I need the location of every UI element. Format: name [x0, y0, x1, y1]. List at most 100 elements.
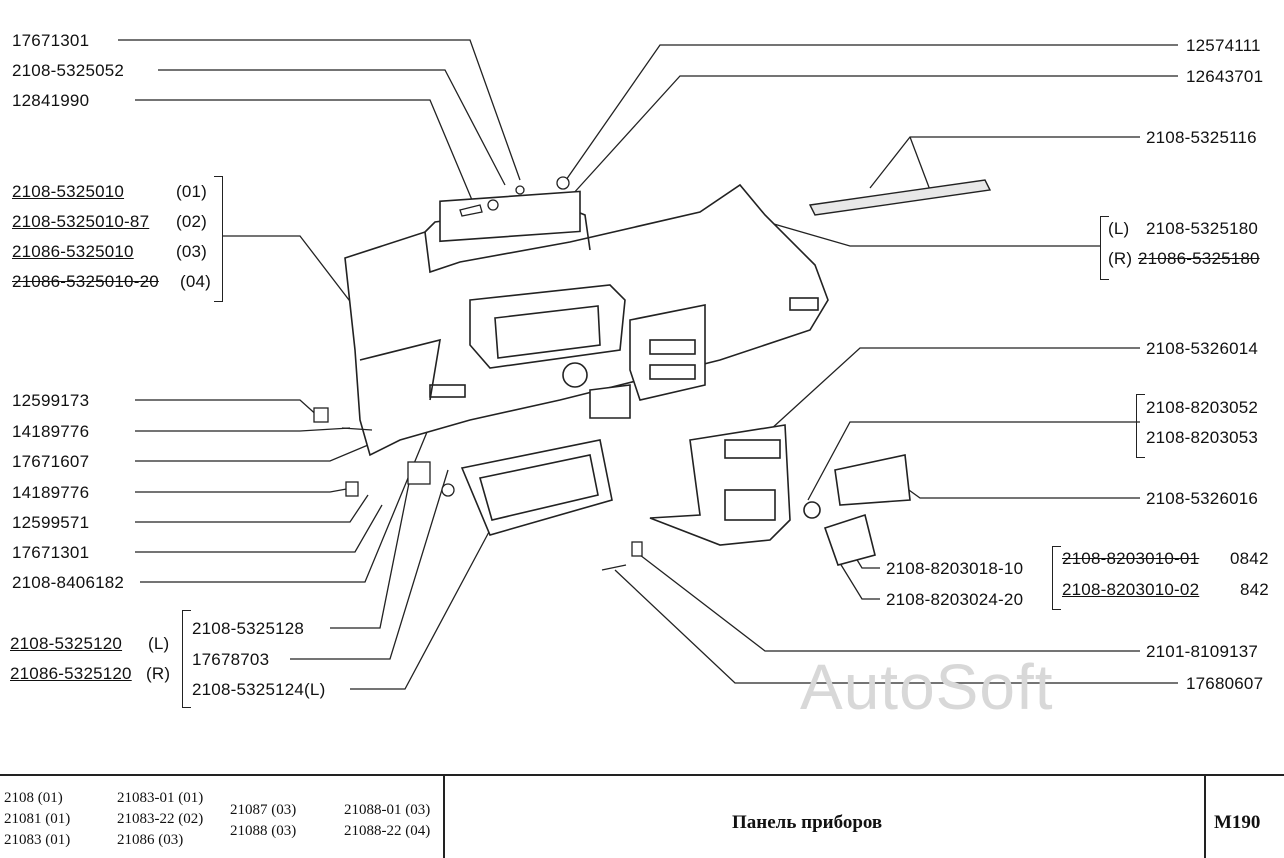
part-note: 0842 [1230, 549, 1269, 568]
group-bracket [1100, 216, 1109, 280]
leader-r2 [571, 75, 1178, 196]
model-entry: 21083 (01) [4, 832, 71, 848]
footer-table: 2108 (01) 21081 (01) 21083 (01) 21083-01… [0, 774, 1284, 858]
part-label: 17671301 [12, 31, 90, 50]
part-label: 2108-8406182 [12, 573, 125, 592]
part-label: 2108-5325010-87 [12, 212, 150, 231]
part-label: 17680607 [1186, 674, 1264, 693]
parts-diagram [118, 39, 1178, 690]
ashtray-sketch [803, 454, 911, 566]
leader-r9 [614, 569, 1178, 684]
leader-g2d [290, 469, 449, 660]
leader-g2e [350, 529, 491, 690]
fasteners-sketch [313, 176, 643, 571]
leader-r1 [565, 44, 1178, 181]
group-bracket [182, 610, 191, 708]
group-bracket [1136, 394, 1145, 458]
part-label: 21086-5325120 [10, 664, 132, 683]
leader-l1 [118, 39, 521, 181]
leader-g3 [759, 219, 1100, 247]
part-label: 17671607 [12, 452, 90, 471]
model-column-1: 2108 (01) 21081 (01) 21083 (01) [4, 788, 70, 851]
part-label: 2101-8109137 [1146, 642, 1259, 661]
part-label: 12574111 [1186, 36, 1261, 55]
part-note: (02) [176, 212, 208, 231]
part-label: 14189776 [12, 483, 90, 502]
model-entry: 21083-22 (02) [117, 811, 204, 827]
group-bracket [1052, 546, 1061, 610]
model-entry: 21083-01 (01) [117, 790, 204, 806]
group-bracket [214, 176, 223, 302]
leader-l3 [135, 99, 473, 201]
leader-r7 [834, 554, 880, 600]
leader-g1 [222, 235, 373, 331]
leader-r5 [894, 479, 1140, 499]
footer-divider [1204, 776, 1206, 858]
model-entry: 21086 (03) [117, 832, 184, 848]
part-note: (04) [180, 272, 212, 291]
watermark: AutoSoft [800, 651, 1054, 723]
model-entry: 21088 (03) [230, 823, 297, 839]
model-column-4: 21088-01 (03) 21088-22 (04) [344, 800, 430, 842]
part-label: 2108-5326016 [1146, 489, 1259, 508]
part-note: 842 [1240, 580, 1269, 599]
part-label: 17678703 [192, 650, 270, 669]
part-label: 12643701 [1186, 67, 1264, 86]
top-trim-strip-sketch [808, 179, 992, 216]
part-label: 12599173 [12, 391, 90, 410]
part-label: 2108-8203052 [1146, 398, 1259, 417]
leader-l8 [135, 494, 369, 523]
part-label: 2108-8203024-20 [886, 590, 1024, 609]
leader-l5 [135, 427, 351, 432]
leader-r8 [639, 554, 1140, 652]
part-label: 14189776 [12, 422, 90, 441]
leader-g4 [807, 421, 1140, 501]
part-label: 2108-8203053 [1146, 428, 1259, 447]
model-entry: 2108 (01) [4, 790, 63, 806]
part-label: 21086-5325010 [12, 242, 134, 261]
part-label: 2108-5325116 [1146, 128, 1257, 147]
model-entry: 21088-22 (04) [344, 823, 431, 839]
part-label: 2108-8203010-02 [1062, 580, 1200, 599]
dashboard-panel-sketch [344, 183, 829, 457]
part-note: (01) [176, 182, 208, 201]
cluster-hood-sketch [460, 439, 613, 536]
part-label: 2108-5325128 [192, 619, 305, 638]
leader-r4 [769, 347, 1140, 431]
part-label: 21086-5325180 [1138, 249, 1260, 268]
part-label: 17671301 [12, 543, 90, 562]
leader-l2 [158, 69, 506, 186]
leader-g2c [330, 477, 411, 629]
part-label: 12599571 [12, 513, 90, 532]
leader-r3 [869, 136, 1140, 189]
part-label: 2108-8203018-10 [886, 559, 1024, 578]
model-entry: 21088-01 (03) [344, 802, 431, 818]
page-title: Панель приборов [732, 812, 883, 833]
leader-l7 [135, 487, 353, 493]
center-console-sketch [649, 424, 791, 546]
model-entry: 21081 (01) [4, 811, 71, 827]
leader-l6 [135, 439, 381, 462]
part-note: (R) [1108, 249, 1133, 268]
part-label: 2108-5325052 [12, 61, 125, 80]
part-label: 21086-5325010-20 [12, 272, 159, 291]
part-label: 2108-5325120 [10, 634, 123, 653]
part-note: (L) [1108, 219, 1130, 238]
part-label: 12841990 [12, 91, 90, 110]
part-note: (L) [148, 634, 170, 653]
model-column-2: 21083-01 (01) 21083-22 (02) 21086 (03) [117, 788, 203, 851]
part-label: 2108-5325180 [1146, 219, 1259, 238]
part-label: 2108-5326014 [1146, 339, 1259, 358]
model-entry: 21087 (03) [230, 802, 297, 818]
leader-r3b [909, 136, 931, 191]
model-column-3: 21087 (03) 21088 (03) [230, 800, 296, 842]
part-note: (R) [146, 664, 171, 683]
part-note: (03) [176, 242, 208, 261]
footer-divider [443, 776, 445, 858]
page-code: M190 [1214, 812, 1261, 833]
leader-l4 [135, 399, 321, 419]
part-label: 2108-5325010 [12, 182, 125, 201]
part-label: 2108-5325124(L) [192, 680, 326, 699]
leader-l9 [135, 504, 383, 553]
part-label: 2108-8203010-01 [1062, 549, 1200, 568]
